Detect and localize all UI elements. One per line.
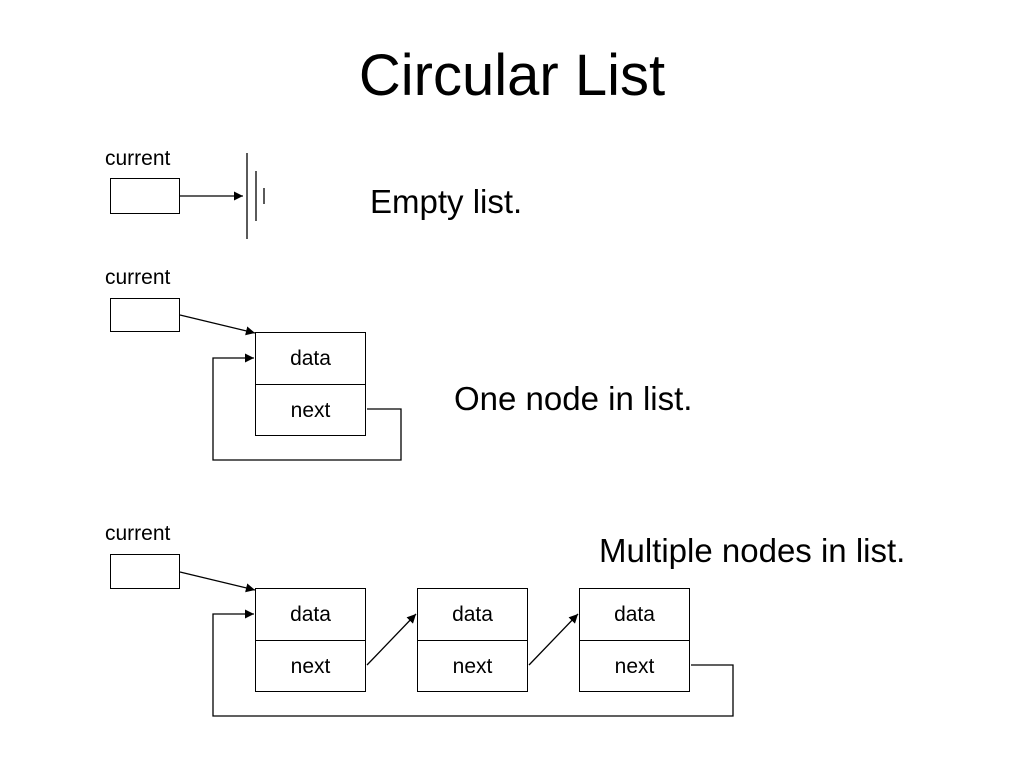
node-data-field: data	[256, 589, 365, 641]
pointer-arrow-to-first-node	[179, 571, 256, 593]
list-node: data next	[417, 588, 528, 692]
current-pointer-box-one-node	[110, 298, 180, 332]
list-node: data next	[255, 332, 366, 436]
current-pointer-box-empty	[110, 178, 180, 214]
node-data-field: data	[418, 589, 527, 641]
next-arrow-node2-to-node3	[528, 613, 579, 666]
node-next-field: next	[614, 655, 655, 678]
current-pointer-box-multiple	[110, 554, 180, 589]
pointer-arrow-to-node	[179, 314, 256, 336]
caption-one-node: One node in list.	[454, 380, 693, 417]
node-next-field: next	[290, 655, 331, 678]
node-data-field: data	[580, 589, 689, 641]
slide-title: Circular List	[358, 43, 666, 108]
list-node: data next	[255, 588, 366, 692]
list-node: data next	[579, 588, 690, 692]
next-arrow-node1-to-node2	[366, 613, 417, 666]
current-label-multiple: current	[105, 522, 171, 545]
current-label-one-node: current	[105, 266, 171, 289]
current-label-empty: current	[105, 147, 171, 170]
caption-multiple-nodes: Multiple nodes in list.	[599, 532, 906, 569]
node-data-field: data	[256, 333, 365, 385]
node-next-field: next	[452, 655, 493, 678]
caption-empty-list: Empty list.	[370, 183, 523, 220]
node-next-field: next	[290, 399, 331, 422]
